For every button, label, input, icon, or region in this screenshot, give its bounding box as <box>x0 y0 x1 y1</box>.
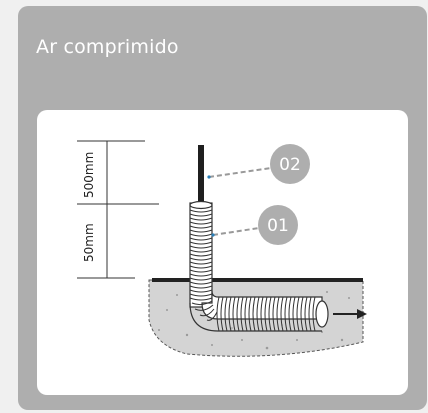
dimension-50mm-label: 50mm <box>82 223 96 262</box>
callout-01-badge <box>258 205 298 245</box>
dimension-lines <box>77 140 159 279</box>
corrugated-sleeve <box>189 200 329 332</box>
callout-01-label: 01 <box>267 216 289 236</box>
callout-01-leader <box>212 227 260 236</box>
flow-arrow-icon <box>333 309 367 319</box>
installation-diagram: 500mm 50mm 02 01 <box>77 140 367 357</box>
diagram-panel: 500mm 50mm 02 01 <box>37 110 408 395</box>
info-card: Ar comprimido <box>18 6 427 410</box>
callout-02-leader <box>208 167 272 178</box>
callout-02-label: 02 <box>279 155 301 175</box>
dimension-500mm-label: 500mm <box>82 152 96 198</box>
card-title: Ar comprimido <box>36 36 179 58</box>
callout-02-badge <box>270 144 310 184</box>
